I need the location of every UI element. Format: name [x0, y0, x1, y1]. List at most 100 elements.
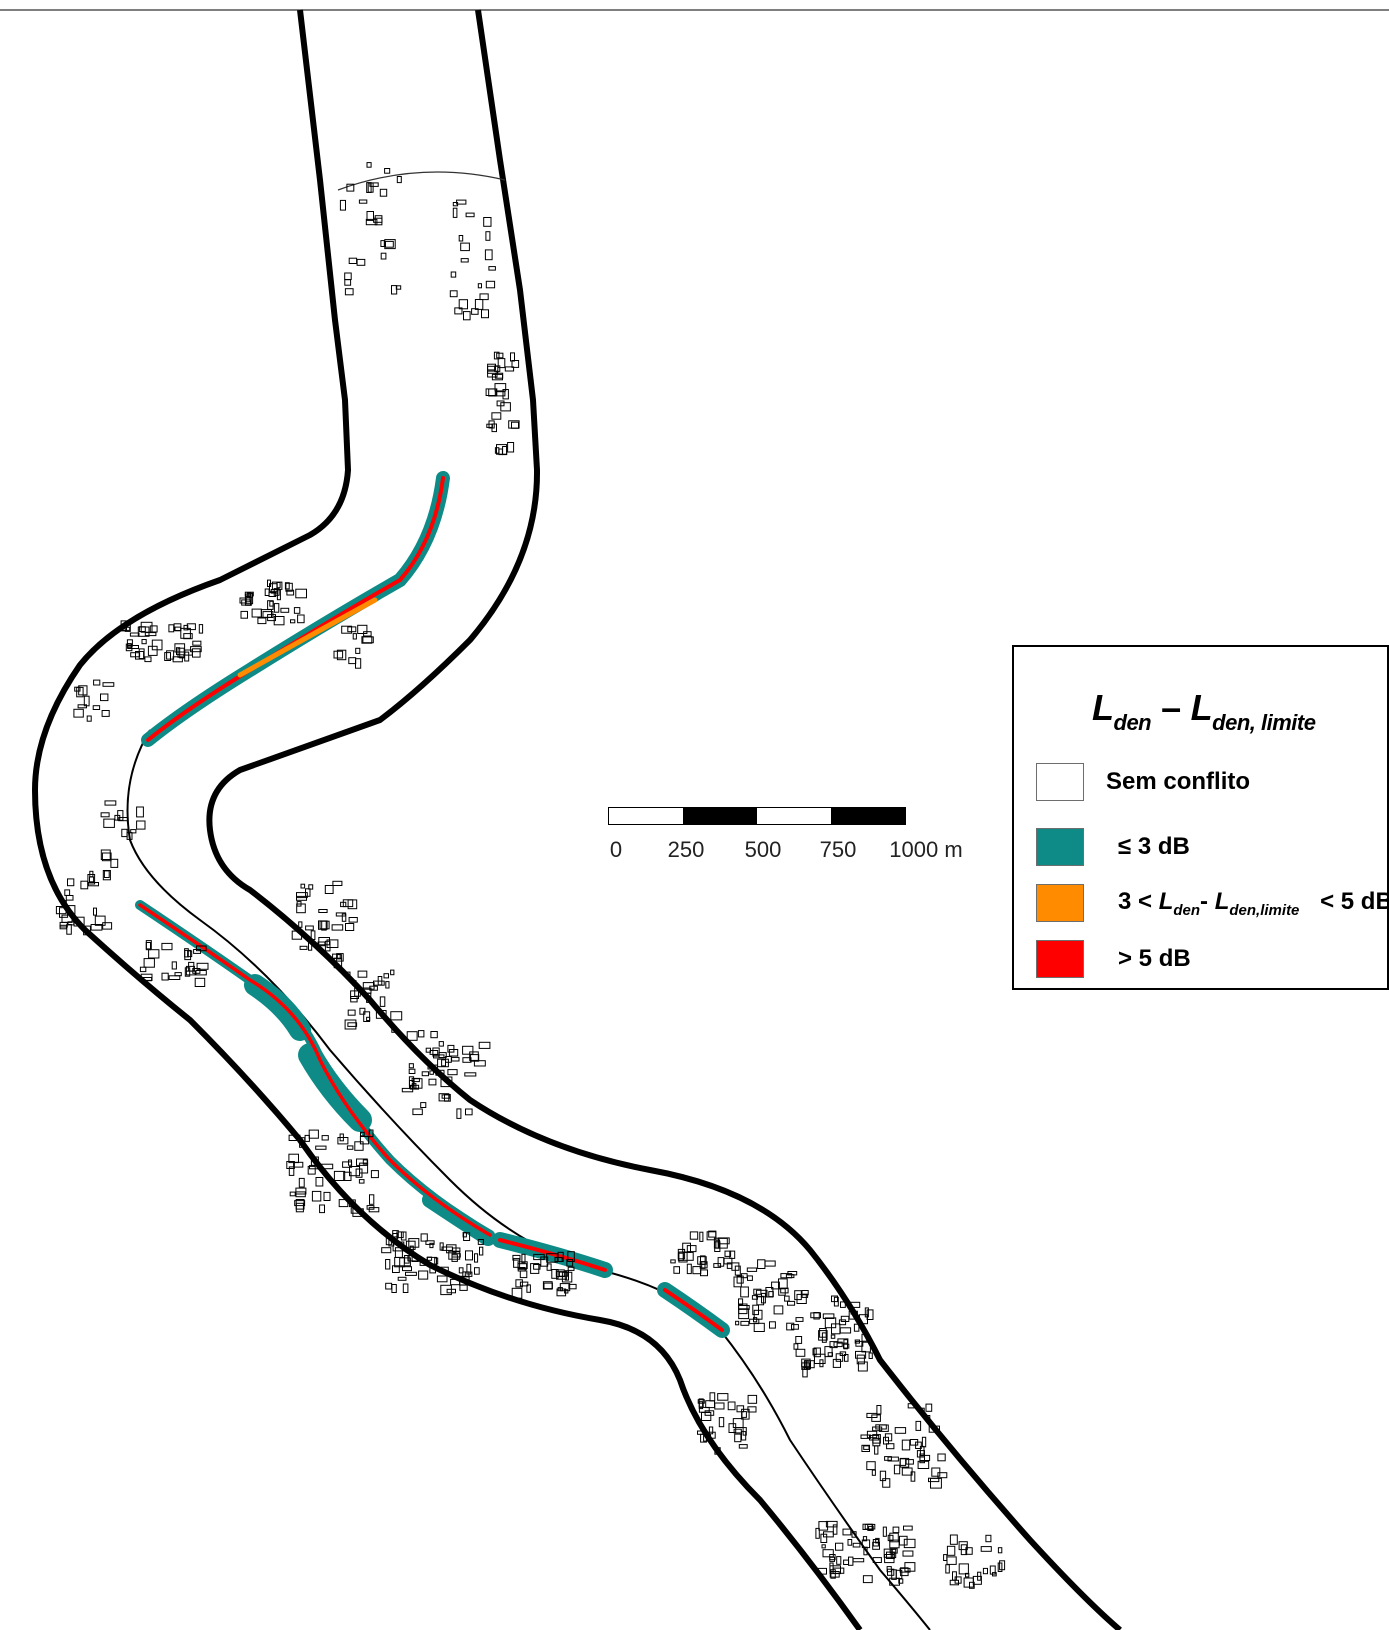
building-footprint [245, 597, 252, 606]
building-footprint [785, 1274, 795, 1279]
building-footprint [899, 1535, 908, 1546]
building-footprint [385, 1282, 393, 1290]
legend-title-sub1: den [1113, 710, 1152, 735]
building-footprint [289, 1191, 296, 1197]
building-footprint [428, 1078, 437, 1086]
building-footprint [164, 652, 171, 661]
building-footprint [401, 1087, 414, 1093]
building-footprint [497, 358, 506, 369]
building-footprint [310, 1156, 319, 1166]
building-footprint [714, 1402, 725, 1410]
building-footprint [855, 1340, 864, 1347]
building-footprint [491, 373, 503, 381]
building-footprint [102, 682, 115, 687]
building-footprint [898, 1578, 904, 1584]
scale-bar-segments [608, 807, 906, 825]
building-footprint [840, 1315, 850, 1323]
building-footprint [307, 1165, 316, 1175]
building-footprint [293, 1161, 304, 1168]
building-footprint [829, 1571, 840, 1578]
building-footprint [355, 658, 362, 669]
building-footprint [829, 1556, 835, 1562]
building-footprint [899, 1567, 911, 1573]
building-footprint [354, 1141, 364, 1151]
building-footprint [452, 207, 458, 218]
building-footprint [703, 1434, 711, 1442]
building-footprint [348, 257, 358, 265]
building-footprint [519, 1281, 529, 1287]
building-footprint [494, 383, 507, 392]
building-footprint [872, 1557, 882, 1563]
building-footprint [513, 1258, 521, 1268]
building-footprint [184, 967, 191, 977]
building-footprint [439, 1242, 444, 1251]
building-footprint [65, 895, 74, 901]
building-footprint [542, 1281, 553, 1290]
building-footprint [348, 1199, 356, 1208]
building-footprint [384, 168, 391, 174]
building-footprint [440, 1284, 452, 1296]
building-footprint [331, 924, 344, 931]
building-footprint [385, 981, 390, 989]
building-footprint [177, 647, 185, 658]
building-footprint [741, 1408, 750, 1420]
building-footprint [551, 1269, 559, 1279]
building-footprint [871, 1414, 881, 1422]
building-footprint [124, 624, 131, 632]
building-footprint [673, 1266, 681, 1274]
building-footprint [753, 1317, 758, 1323]
building-footprint [338, 1199, 349, 1208]
building-footprint [168, 975, 181, 980]
building-footprint [333, 1170, 346, 1182]
building-footprint [138, 626, 146, 633]
building-footprint [889, 1532, 899, 1543]
building-footprint [129, 632, 140, 637]
building-footprint [184, 948, 189, 958]
building-footprint [195, 970, 207, 976]
building-footprint [346, 183, 355, 192]
scale-bar: 0 250 500 750 1000 m [608, 807, 988, 867]
building-footprint [136, 806, 144, 818]
building-footprint [102, 922, 113, 930]
building-footprint [141, 639, 147, 645]
building-footprint [366, 182, 372, 194]
building-footprint [555, 1269, 565, 1278]
building-footprint [465, 1108, 473, 1116]
building-footprint [297, 614, 305, 624]
building-footprint [786, 1322, 795, 1331]
building-footprint [440, 1266, 449, 1272]
building-footprint [89, 870, 94, 878]
building-footprint [930, 1477, 942, 1489]
building-footprint [848, 1556, 854, 1566]
scale-tick: 0 [609, 837, 623, 862]
building-footprint [404, 1255, 410, 1264]
building-footprint [504, 366, 515, 372]
building-footprint [267, 579, 271, 587]
building-footprint [284, 582, 290, 590]
building-footprint [296, 903, 306, 914]
building-footprint [533, 1264, 541, 1270]
building-footprint [308, 884, 314, 890]
building-footprint [396, 176, 402, 184]
building-footprint [557, 1251, 564, 1263]
building-footprint [892, 1526, 900, 1534]
legend-label-part: den,limite [1229, 901, 1300, 919]
building-footprint [61, 914, 73, 923]
building-footprint [963, 1577, 974, 1588]
building-footprint [843, 1343, 850, 1349]
legend-swatch [1036, 763, 1084, 801]
building-footprint [429, 1070, 434, 1075]
building-footprint [889, 1548, 898, 1554]
building-footprint [997, 1562, 1003, 1572]
building-footprint [192, 640, 202, 646]
building-footprint [670, 1259, 676, 1264]
building-footprint [818, 1521, 829, 1531]
building-footprint [344, 279, 352, 286]
building-footprint [149, 625, 158, 633]
building-footprint [902, 1550, 914, 1557]
building-footprint [860, 1434, 871, 1439]
building-footprint [823, 1531, 834, 1538]
building-footprint [347, 1022, 358, 1027]
building-footprint [861, 1341, 871, 1353]
